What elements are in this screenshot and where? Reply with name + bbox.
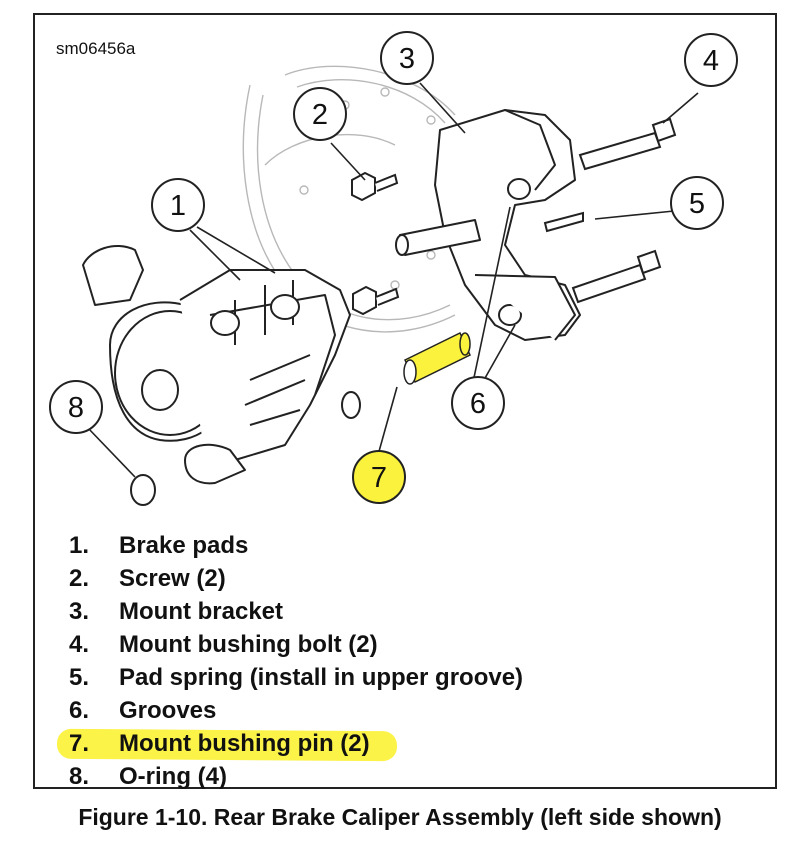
callout-6: 6 <box>451 376 505 430</box>
o-ring-left <box>130 474 156 506</box>
callout-4-label: 4 <box>703 45 719 77</box>
mount-bushing-pin <box>403 331 471 385</box>
mount-bushing-bolt-lower <box>571 249 662 304</box>
legend-text: Pad spring (install in upper groove) <box>119 664 524 691</box>
pad-spring <box>543 211 584 233</box>
parts-legend: 1. Brake pads 2. Screw (2) 3. Mount brac… <box>56 529 709 793</box>
callout-8-label: 8 <box>68 392 84 424</box>
callout-5: 5 <box>670 176 724 230</box>
legend-item-2: 2. Screw (2) <box>69 562 709 595</box>
callout-2: 2 <box>293 87 347 141</box>
o-ring-right <box>341 391 361 419</box>
legend-text: Mount bracket <box>119 598 284 625</box>
callout-6-label: 6 <box>470 388 486 420</box>
legend-text: Screw (2) <box>119 565 226 592</box>
legend-text: Mount bushing pin (2) <box>119 730 370 757</box>
leader-lines <box>86 82 699 478</box>
callout-1: 1 <box>151 178 205 232</box>
legend-text: Grooves <box>119 697 217 724</box>
legend-item-6: 6. Grooves <box>69 694 709 727</box>
callout-1-label: 1 <box>170 190 186 222</box>
screw-upper <box>351 171 399 202</box>
callout-7: 7 <box>352 450 406 504</box>
legend-text: O-ring (4) <box>119 763 227 790</box>
legend-number: 2. <box>69 565 90 592</box>
legend-number: 6. <box>69 697 90 724</box>
mount-bushing-bolt-upper <box>578 117 677 171</box>
legend-number: 1. <box>69 532 90 559</box>
brake-caliper <box>82 245 351 485</box>
legend-number: 4. <box>69 631 90 658</box>
legend-number: 5. <box>69 664 90 691</box>
figure-id: sm06456a <box>56 39 136 58</box>
figure-frame: 1 2 3 4 5 6 7 8 sm06456a <box>33 13 777 790</box>
screw-lower <box>352 285 400 316</box>
callout-3: 3 <box>380 31 434 85</box>
callout-8: 8 <box>49 380 103 434</box>
callout-7-label: 7 <box>371 462 387 494</box>
legend-item-1: 1. Brake pads <box>69 529 709 562</box>
legend-item-5: 5. Pad spring (install in upper groove) <box>69 661 709 694</box>
mount-bracket <box>395 109 581 341</box>
exploded-diagram: 1 2 3 4 5 6 7 8 <box>49 31 738 506</box>
callout-4: 4 <box>684 33 738 87</box>
legend-number: 7. <box>69 730 90 757</box>
legend-item-3: 3. Mount bracket <box>69 595 709 628</box>
callout-2-label: 2 <box>312 99 328 131</box>
callout-5-label: 5 <box>689 188 705 220</box>
legend-number: 3. <box>69 598 90 625</box>
legend-text: Mount bushing bolt (2) <box>119 631 378 658</box>
legend-number: 8. <box>69 763 90 790</box>
callout-3-label: 3 <box>399 43 415 75</box>
legend-text: Brake pads <box>119 532 249 559</box>
legend-item-7: 7. Mount bushing pin (2) <box>56 727 709 762</box>
figure-caption: Figure 1-10. Rear Brake Caliper Assembly… <box>78 804 722 830</box>
legend-item-4: 4. Mount bushing bolt (2) <box>69 628 709 661</box>
legend-item-8: 8. O-ring (4) <box>69 760 709 793</box>
